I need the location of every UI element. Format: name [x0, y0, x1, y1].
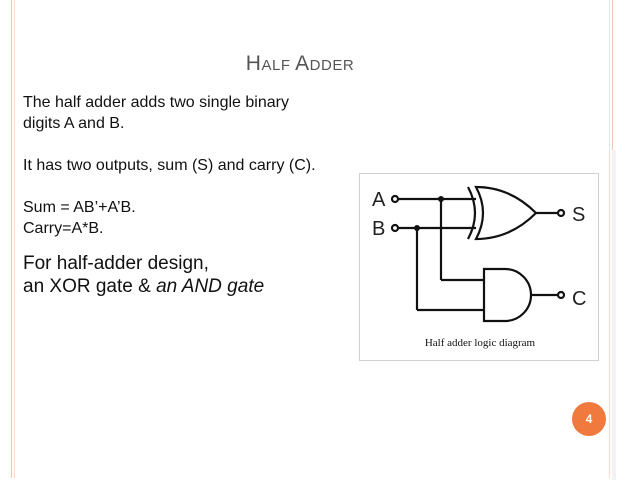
xor-gate: [474, 185, 538, 241]
logic-diagram-svg: A B S C: [372, 185, 586, 323]
title-rest-half: ALF: [261, 57, 296, 74]
design-line-2: an XOR gate & an AND gate: [23, 275, 323, 298]
carry-equation: Carry=A*B.: [23, 220, 104, 237]
sum-output-terminal: [556, 208, 566, 218]
design-line-2-italic: an AND gate: [156, 276, 265, 297]
output-c-label: C: [572, 288, 586, 310]
output-s-label: S: [572, 204, 585, 226]
outputs-paragraph: It has two outputs, sum (S) and carry (C…: [23, 157, 316, 174]
title-initial-h: H: [245, 52, 262, 75]
diagram-caption: Half adder logic diagram: [424, 337, 536, 349]
design-line-1: For half-adder design,: [23, 253, 209, 274]
junction-a: [438, 196, 444, 202]
xor-gate-extra-arc: [467, 186, 477, 240]
description-paragraph: The half adder adds two single binary di…: [23, 94, 289, 132]
half-adder-diagram: A B S C Ha: [359, 173, 599, 361]
slide-body: The half adder adds two single binary di…: [23, 92, 323, 298]
slide-title: HALF ADDER: [0, 52, 600, 76]
slide-frame-inner: [14, 0, 610, 478]
slide-edge-strip: [612, 150, 616, 480]
design-line-2-prefix: an XOR gate &: [23, 276, 157, 297]
page-number-badge: 4: [572, 402, 606, 436]
input-b-terminal: [390, 223, 400, 233]
carry-output-terminal: [556, 290, 566, 300]
sum-equation: Sum = AB’+A’B.: [23, 199, 136, 216]
and-gate: [482, 267, 533, 323]
title-initial-a: A: [295, 52, 310, 75]
title-rest-adder: DDER: [309, 57, 355, 74]
junction-b: [414, 225, 420, 231]
input-a-terminal: [390, 194, 400, 204]
input-a-label: A: [372, 189, 386, 211]
input-b-label: B: [372, 218, 385, 240]
